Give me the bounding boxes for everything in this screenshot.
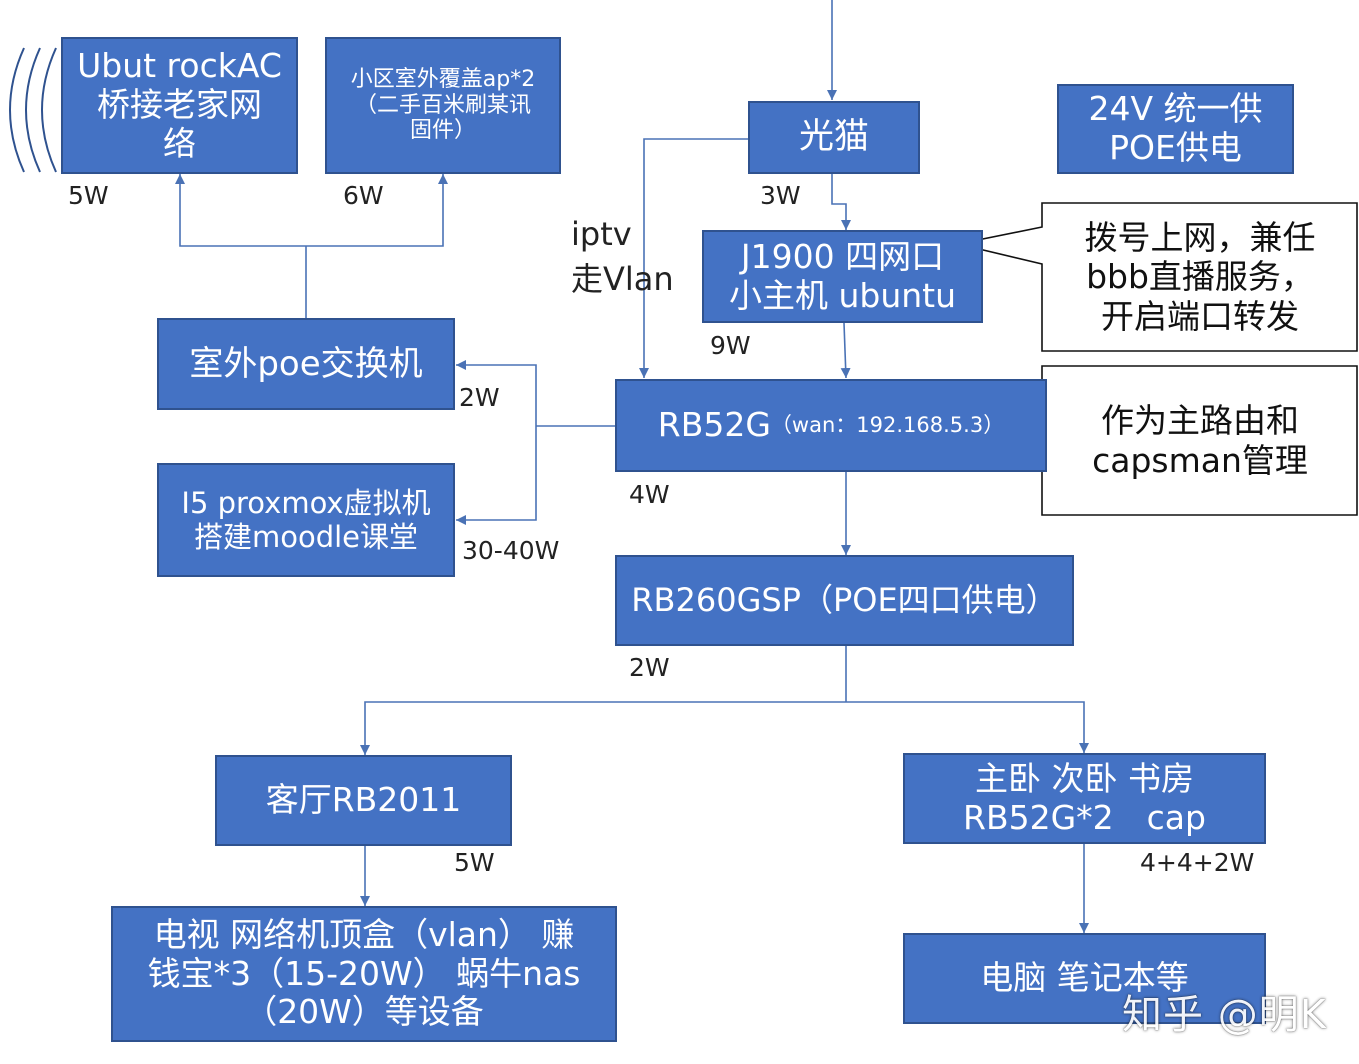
optical-modem-box: 光猫: [748, 101, 920, 174]
ubut-power-label: 5W: [68, 181, 109, 210]
cap-power-label: 4+4+2W: [1140, 848, 1255, 877]
zhihu-watermark: 知乎 @明K: [1122, 992, 1327, 1038]
ubut-rockac-box: Ubut rockAC 桥接老家网 络: [61, 37, 298, 174]
wire-to-ap: [306, 174, 448, 247]
rb260gsp-switch-box: RB260GSP（POE四口供电）: [615, 555, 1074, 646]
wire-to-proxmox: [456, 426, 537, 525]
ap-power-label: 6W: [343, 181, 384, 210]
rb52g-power-label: 4W: [629, 480, 670, 509]
wire-to-cap: [846, 701, 1089, 753]
rb2011-power-label: 5W: [454, 848, 495, 877]
living-room-rb2011-box: 客厅RB2011: [215, 755, 512, 846]
rb52g-wan-label: （wan：192.168.5.3）: [770, 413, 1005, 438]
switch-power-label: 2W: [459, 383, 500, 412]
proxmox-power-label: 30-40W: [462, 536, 560, 565]
wire-to-rb2011: [360, 701, 846, 755]
proxmox-server-box: I5 proxmox虚拟机 搭建moodle课堂: [157, 463, 455, 577]
outdoor-poe-switch-box: 室外poe交换机: [157, 318, 455, 410]
callout-dialup-text: 拨号上网，兼任 bbb直播服务， 开启端口转发: [1084, 217, 1316, 336]
j1900-power-label: 9W: [710, 331, 751, 360]
living-room-devices-box: 电视 网络机顶盒（vlan） 赚 钱宝*3（15-20W） 蜗牛nas （20W…: [111, 906, 617, 1042]
wire-iptv-vlan: [639, 138, 748, 378]
rb260-power-label: 2W: [629, 653, 670, 682]
wifi-signal-icon: [9, 47, 57, 173]
cap-access-points-box: 主卧 次卧 书房 RB52G*2 cap: [903, 753, 1266, 844]
wire-modem-to-j1900: [831, 174, 851, 230]
pc-laptop-box: 电脑 笔记本等: [903, 933, 1266, 1024]
iptv-vlan-label: iptv 走Vlan: [571, 215, 674, 298]
modem-power-label: 3W: [760, 181, 801, 210]
callout-dialup-shape: [957, 202, 1358, 352]
wire-to-ubut: [175, 174, 306, 247]
rb52g-main-label: RB52G: [657, 405, 771, 445]
wire-to-outdoor-switch: [456, 360, 537, 426]
rb52g-main-router-box: RB52G（wan：192.168.5.3）: [615, 379, 1047, 472]
callout-router-text: 作为主路由和 capsman管理: [1092, 400, 1308, 480]
community-ap-box: 小区室外覆盖ap*2 （二手百米刷某讯 固件）: [325, 37, 561, 174]
wire-j1900-to-rb52g: [840, 322, 851, 379]
poe-24v-box: 24V 统一供 POE供电: [1057, 84, 1294, 174]
j1900-host-box: J1900 四网口 小主机 ubuntu: [702, 230, 983, 323]
